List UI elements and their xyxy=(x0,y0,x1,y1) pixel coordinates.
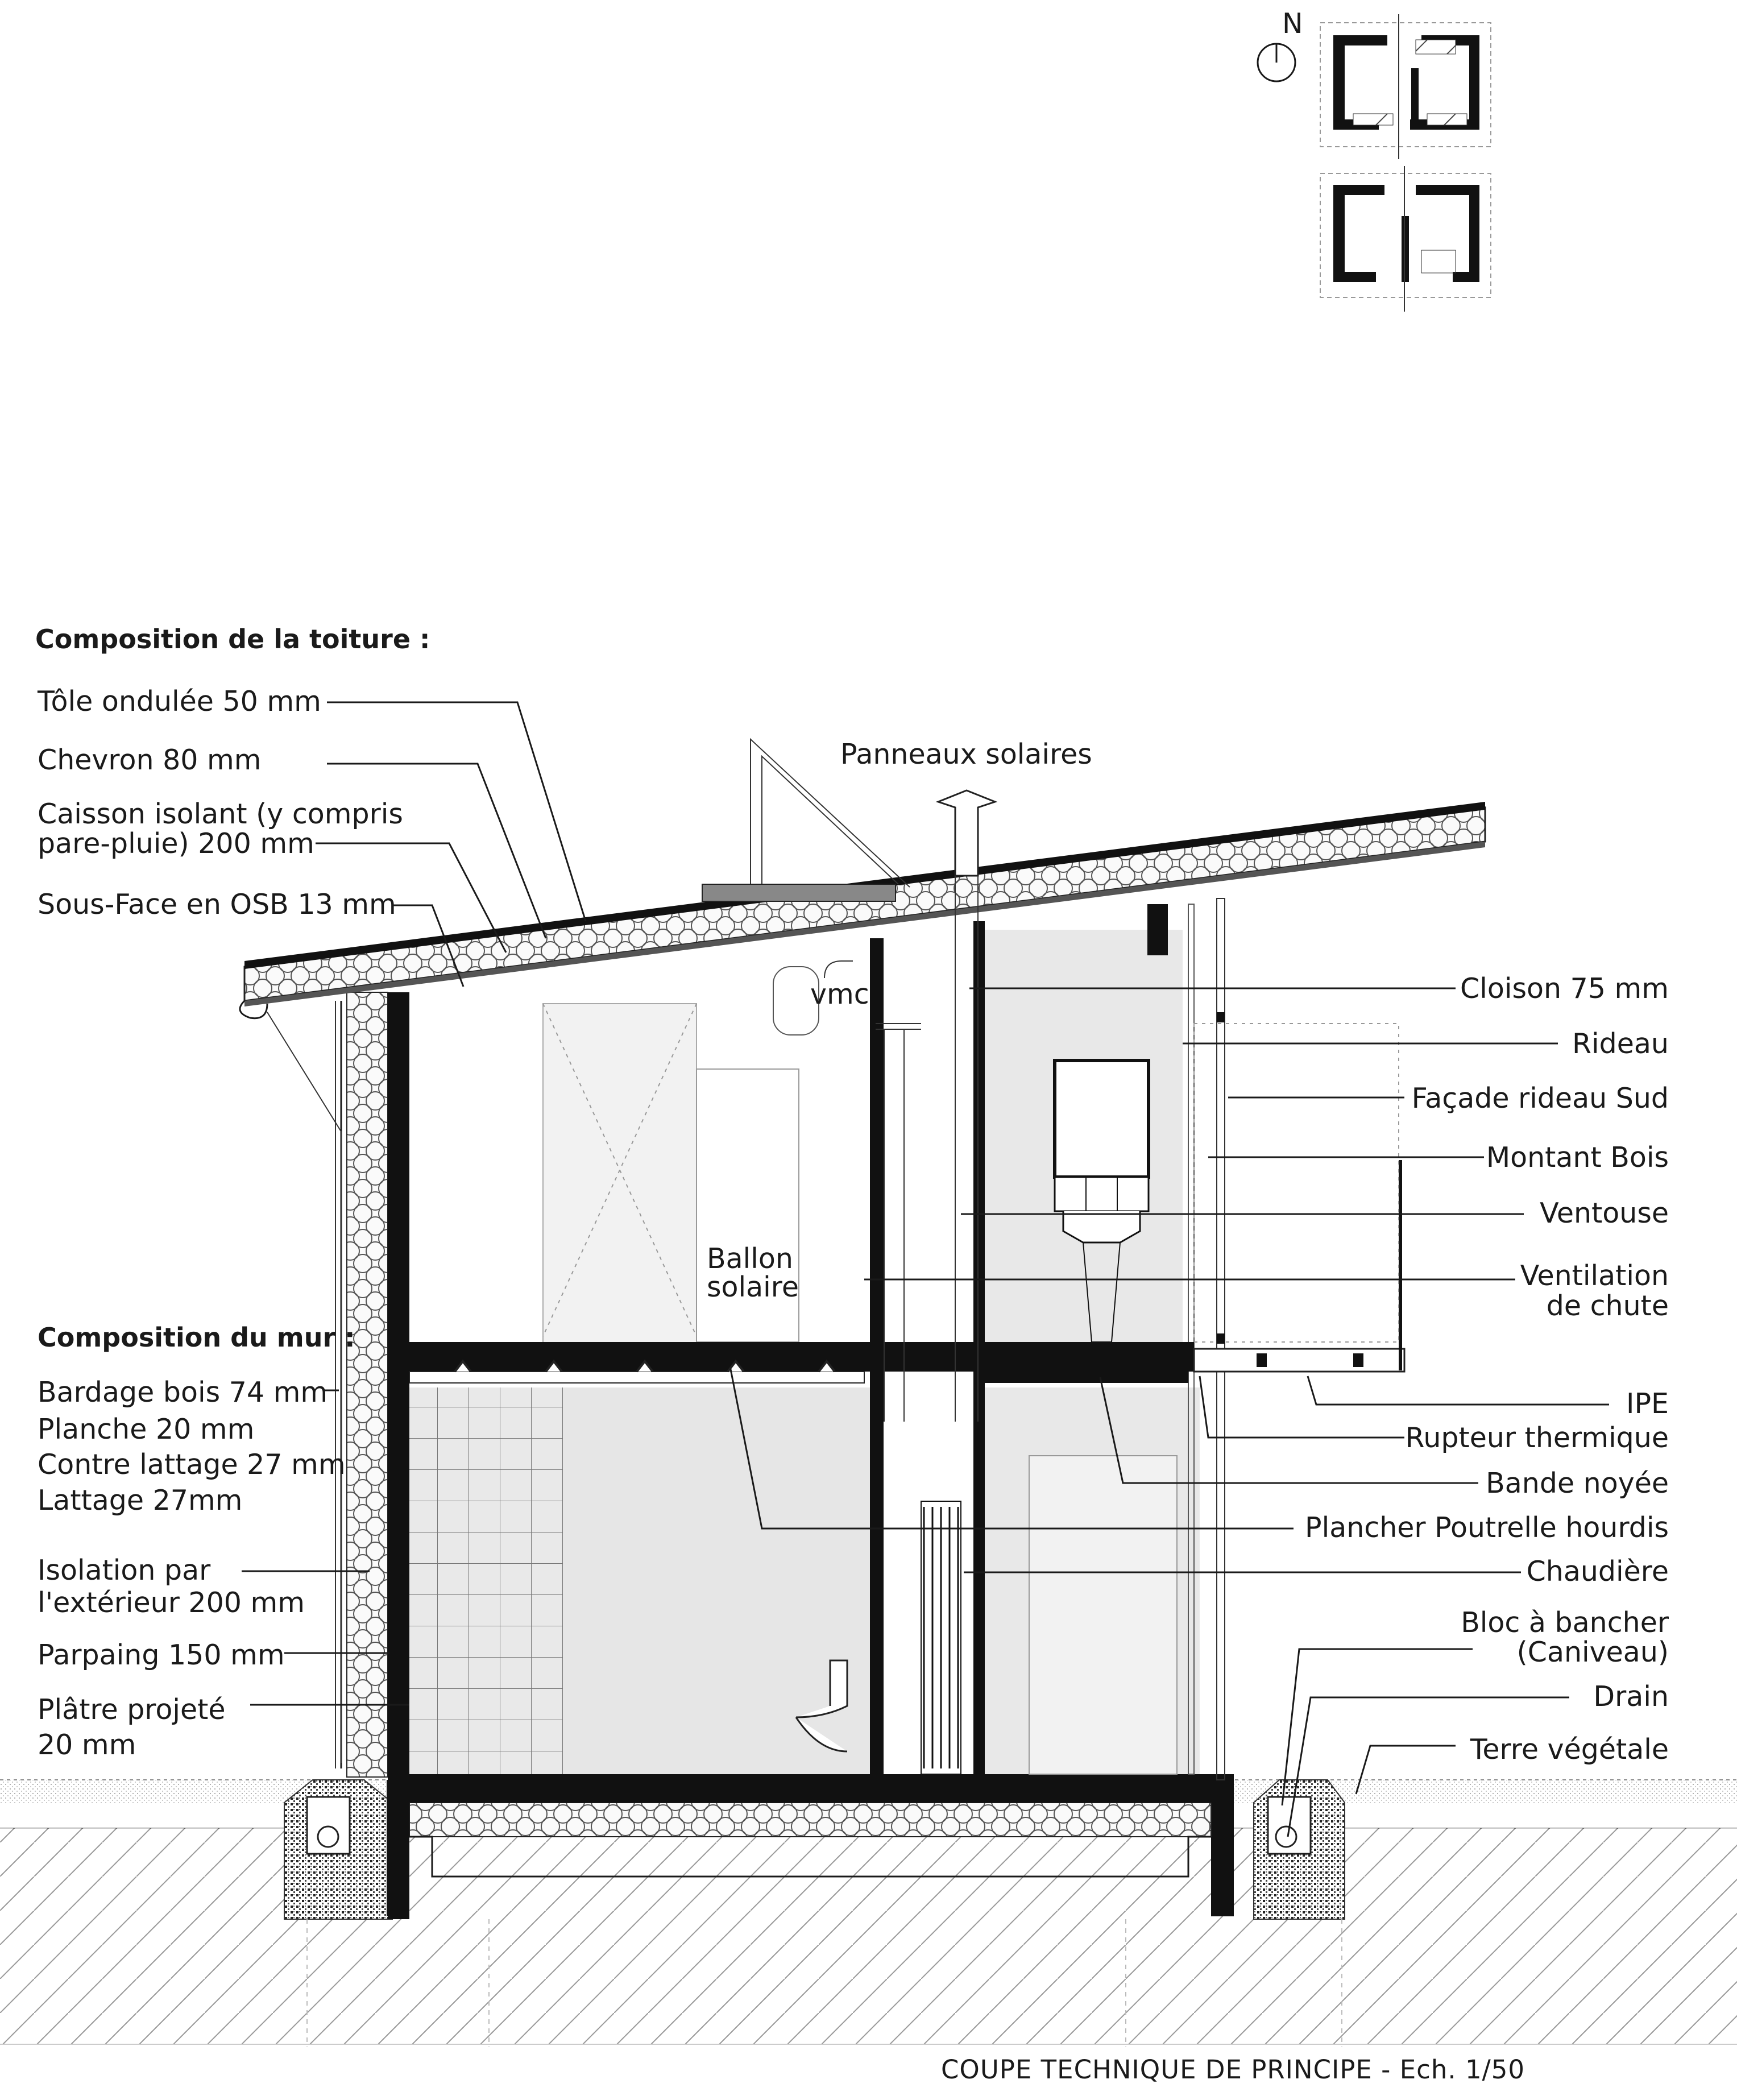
wall-item-plank: Planche 20 mm xyxy=(38,1413,254,1445)
location-plans: N xyxy=(1257,7,1491,312)
label-wood-mullion: Montant Bois xyxy=(1486,1141,1669,1174)
solar-tank-label-line2: solaire xyxy=(707,1271,799,1303)
wall-item-cladding: Bardage bois 74 mm xyxy=(38,1376,327,1409)
wall-item-insulation-line1: Isolation par xyxy=(38,1554,211,1587)
label-south-curtain-wall: Façade rideau Sud xyxy=(1412,1082,1669,1115)
label-boiler: Chaudière xyxy=(1527,1555,1669,1588)
label-thermal-break: Rupteur thermique xyxy=(1406,1422,1669,1454)
label-stack-ventilation-line2: de chute xyxy=(1547,1290,1669,1322)
label-drain: Drain xyxy=(1593,1680,1669,1713)
intermediate-floor xyxy=(409,1160,1406,1384)
wall-composition-title: Composition du mur : xyxy=(38,1322,355,1353)
solar-panels-label: Panneaux solaires xyxy=(840,738,1092,771)
solar-tank-label-line1: Ballon xyxy=(707,1242,793,1275)
drawing-caption: COUPE TECHNIQUE DE PRINCIPE - Ech. 1/50 xyxy=(941,2055,1525,2085)
label-partition: Cloison 75 mm xyxy=(1460,972,1669,1005)
roof-item-osb-underside: Sous-Face en OSB 13 mm xyxy=(38,888,396,921)
roof-composition-title: Composition de la toiture : xyxy=(35,624,430,655)
roof xyxy=(239,738,1486,1763)
roof-item-rafter: Chevron 80 mm xyxy=(38,744,261,776)
vmc-label: vmc xyxy=(810,978,869,1010)
roof-item-corrugated-sheet: Tôle ondulée 50 mm xyxy=(37,685,321,718)
label-embedded-strip: Bande noyée xyxy=(1486,1467,1669,1500)
leader-lines xyxy=(242,701,1609,1837)
ground xyxy=(0,1774,1737,2047)
wall-item-plaster-line1: Plâtre projeté xyxy=(38,1693,225,1726)
label-formwork-block-line1: Bloc à bancher xyxy=(1461,1606,1669,1639)
roof-item-insulated-box-line2: pare-pluie) 200 mm xyxy=(38,827,314,860)
label-topsoil: Terre végétale xyxy=(1470,1733,1669,1766)
wall-item-concrete-block: Parpaing 150 mm xyxy=(38,1639,285,1671)
equipment xyxy=(795,1012,1399,1775)
label-beam-block-floor: Plancher Poutrelle hourdis xyxy=(1305,1511,1669,1544)
label-ipe-beam: IPE xyxy=(1626,1387,1669,1420)
label-formwork-block-line2: (Caniveau) xyxy=(1517,1636,1669,1668)
label-flue: Ventouse xyxy=(1540,1197,1669,1229)
roof-item-insulated-box-line1: Caisson isolant (y compris xyxy=(38,798,403,830)
wall-item-plaster-line2: 20 mm xyxy=(38,1729,136,1761)
label-curtain: Rideau xyxy=(1572,1028,1669,1060)
wall-item-counter-battens: Contre lattage 27 mm xyxy=(38,1448,346,1481)
label-stack-ventilation-line1: Ventilation xyxy=(1520,1260,1669,1292)
wall-item-battens: Lattage 27mm xyxy=(38,1484,242,1517)
compass-north-label: N xyxy=(1282,7,1303,40)
wall-item-insulation-line2: l'extérieur 200 mm xyxy=(38,1587,305,1619)
